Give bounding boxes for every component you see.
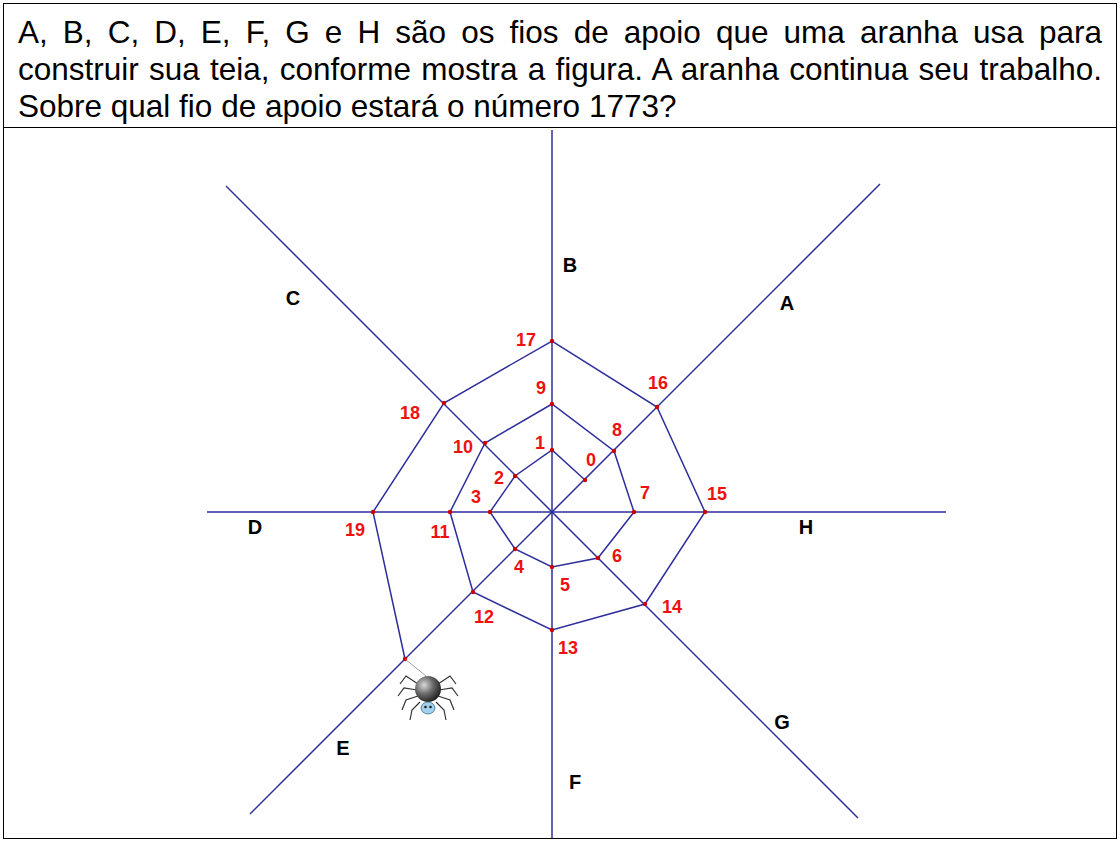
thread-line xyxy=(551,130,553,838)
callout-number: 14 xyxy=(662,598,682,616)
callout-number: 19 xyxy=(345,521,365,539)
thread-label: E xyxy=(336,738,349,758)
callout-number: 3 xyxy=(471,488,481,506)
frame-border xyxy=(4,4,1117,839)
callout-number: 7 xyxy=(640,484,650,502)
thread-label: C xyxy=(286,288,300,308)
callout-number: 15 xyxy=(707,485,727,503)
support-threads xyxy=(207,130,946,838)
callout-number: 1 xyxy=(535,434,545,452)
thread-label: G xyxy=(774,712,790,732)
callout-number: 2 xyxy=(494,469,504,487)
callout-number: 11 xyxy=(430,523,449,541)
spider-icon xyxy=(398,659,458,720)
callout-number: 10 xyxy=(453,438,473,456)
callout-number: 12 xyxy=(474,608,494,626)
callout-number: 18 xyxy=(400,404,420,422)
web-points xyxy=(371,339,707,661)
callout-number: 17 xyxy=(516,331,536,349)
question-text: A, B, C, D, E, F, G e H são os fios de a… xyxy=(18,14,1102,125)
thread-label: F xyxy=(569,772,581,792)
thread-label: H xyxy=(799,517,813,537)
callout-number: 0 xyxy=(586,451,596,469)
thread-label: B xyxy=(563,255,577,275)
thread-line xyxy=(207,511,946,513)
callout-number: 16 xyxy=(648,374,668,392)
thread-line xyxy=(250,184,880,814)
callout-number: 5 xyxy=(560,576,570,594)
callout-number: 8 xyxy=(612,421,622,439)
callout-number: 6 xyxy=(612,547,622,565)
callout-number: 4 xyxy=(514,558,524,576)
thread-line xyxy=(226,186,858,818)
callout-number: 13 xyxy=(558,639,578,657)
web-spiral xyxy=(373,341,705,659)
frame-divider xyxy=(4,127,1117,128)
thread-label: A xyxy=(780,293,794,313)
thread-label: D xyxy=(248,517,262,537)
callout-number: 9 xyxy=(536,379,546,397)
